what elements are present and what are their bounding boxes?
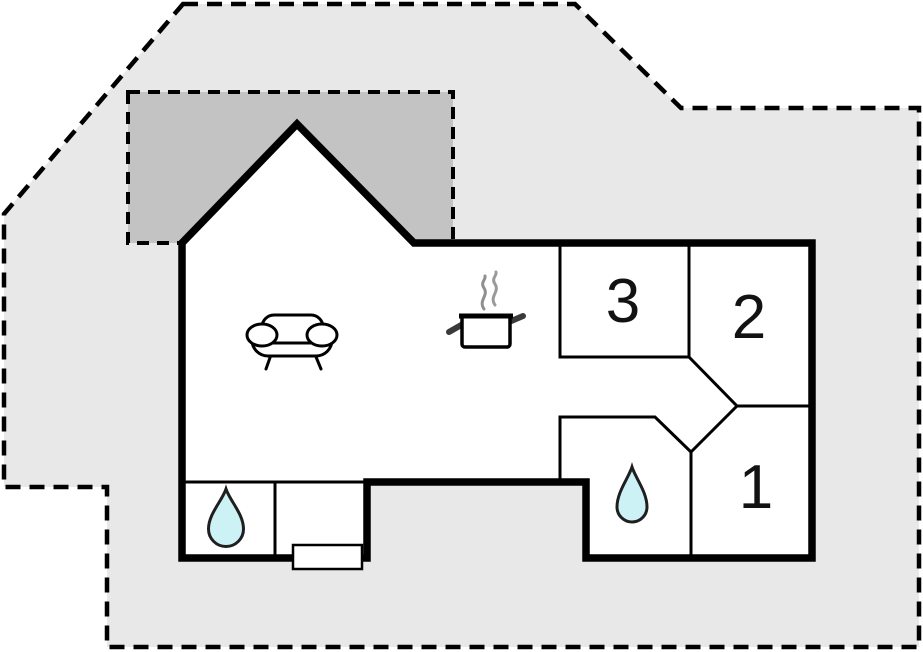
interior-walls	[182, 243, 812, 558]
room-1-label: 1	[739, 453, 773, 522]
pot-body	[460, 314, 512, 349]
doorstep	[291, 543, 364, 571]
cooking-pot-icon	[446, 270, 526, 349]
water-drop-icon	[615, 462, 649, 524]
sofa-icon	[245, 313, 339, 371]
water-drop-icon	[206, 484, 246, 548]
room-2-label: 2	[732, 283, 766, 352]
room-3-label: 3	[606, 267, 640, 336]
steam-line	[480, 274, 487, 311]
steam-line	[491, 270, 498, 307]
